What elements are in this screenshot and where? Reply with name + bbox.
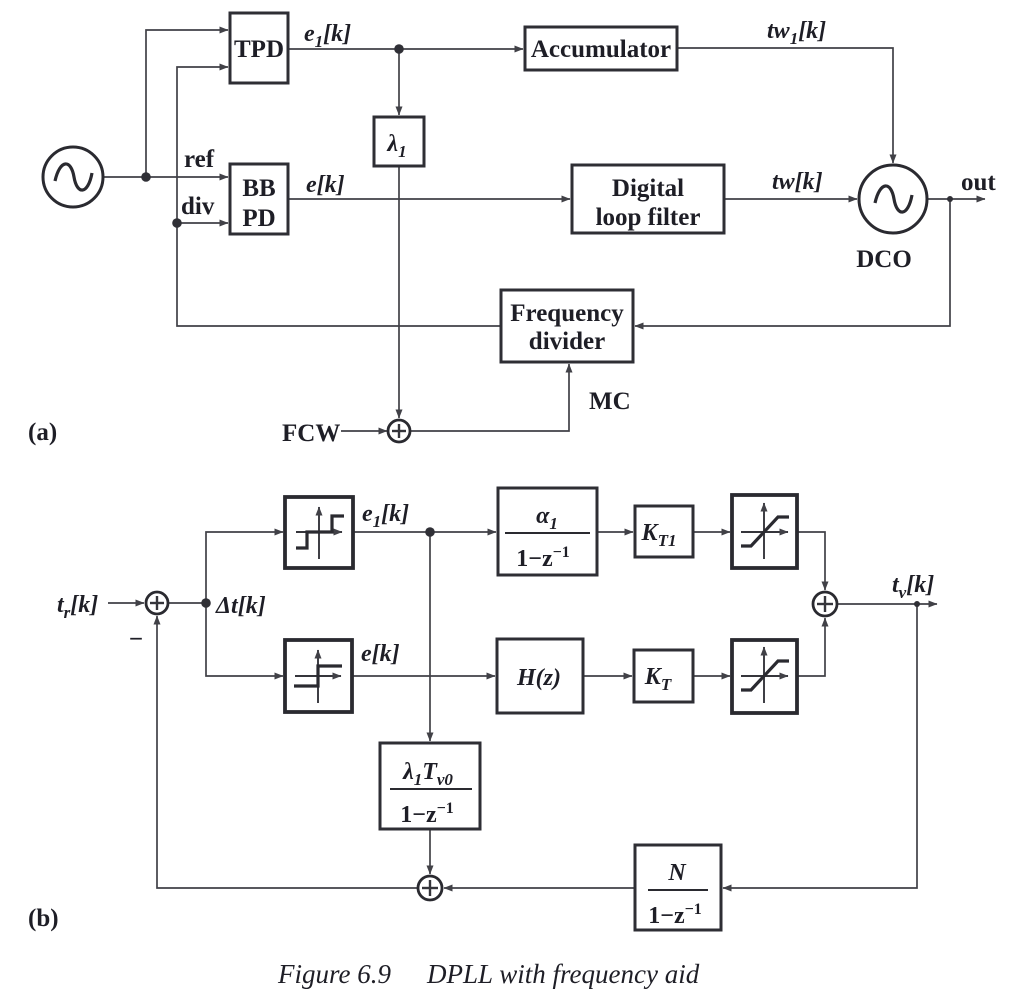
label-fcw: FCW	[282, 420, 340, 447]
kt-label: KT	[644, 664, 672, 694]
label-div: div	[181, 193, 215, 220]
summing-junction-output	[811, 590, 839, 618]
frequency-divider-label-line1: Frequency	[510, 300, 624, 327]
dlf-label-line2: loop filter	[596, 204, 701, 231]
signal-tvk: tv[k]	[892, 572, 934, 602]
wire-accumulator-to-dco	[677, 47, 897, 164]
wire-sum2-to-sum1	[153, 615, 418, 889]
lambda-integrator-block: λ1Tv0 1−z−1	[378, 741, 482, 831]
node-e1-tap	[394, 44, 404, 54]
alpha-numerator: α1	[536, 503, 558, 533]
signal-tw1k: tw1[k]	[767, 18, 826, 48]
kt1-label: KT1	[641, 520, 677, 550]
alpha-integrator-box	[496, 486, 599, 577]
kt1-gain-block: KT1	[633, 504, 695, 559]
tpd-quantizer-block	[283, 495, 355, 570]
dco-label: DCO	[856, 246, 912, 273]
label-ref: ref	[184, 146, 215, 173]
alpha-integrator-block: α1 1−z−1	[496, 486, 599, 577]
kt-gain-block: KT	[632, 648, 695, 704]
wire-sum-to-divider-mc	[410, 363, 573, 432]
label-out: out	[961, 169, 996, 196]
binary-step-icon	[294, 664, 342, 688]
bbpd-label-line1: BB	[242, 175, 275, 202]
wire-tv-to-n-integrator	[722, 604, 918, 892]
n-integrator-box	[633, 843, 723, 932]
wire-limiter2-to-sum3	[797, 617, 829, 677]
wire-dt-to-tpd-quantizer	[205, 528, 284, 603]
sine-wave-icon	[53, 162, 94, 192]
limiter1-block	[730, 493, 799, 570]
saturation-curve-icon	[741, 515, 789, 548]
accumulator-label: Accumulator	[531, 36, 671, 63]
n-integrator-block: N 1−z−1	[633, 843, 723, 932]
wire-divider-to-tpd	[176, 63, 501, 327]
subfigure-a-label: (a)	[28, 419, 57, 446]
kt1-box	[633, 504, 695, 559]
sine-wave-icon	[873, 184, 914, 214]
signal-e1k: e1[k]	[304, 21, 351, 51]
limiter2-block	[730, 638, 799, 715]
lambda-integrator-box	[378, 741, 482, 831]
node-out-tap	[947, 196, 953, 202]
node-tv-tap	[914, 601, 920, 607]
kt-box	[632, 648, 695, 704]
signal-trk: tr[k]	[57, 592, 98, 622]
minus-sign: −	[129, 626, 143, 653]
label-mc: MC	[589, 388, 631, 415]
tpd-label: TPD	[234, 36, 284, 63]
diagram-b: − α1 1−z−1 KT1	[28, 486, 938, 932]
signal-ek: e[k]	[306, 172, 345, 198]
bbpd-label-line2: PD	[242, 205, 275, 232]
signal-twk: tw[k]	[772, 169, 823, 195]
wire-dco-to-divider	[634, 199, 951, 330]
hz-box	[495, 637, 585, 715]
subfigure-b-label: (b)	[28, 905, 59, 932]
dlf-label-line1: Digital	[612, 175, 684, 202]
bbpd-quantizer-block	[283, 638, 354, 714]
hz-label: H(z)	[516, 665, 561, 691]
signal-e1k-b: e1[k]	[362, 501, 409, 531]
node-e1b-tap	[425, 527, 435, 537]
wire-osc-to-tpd	[145, 26, 229, 177]
summing-junction-fcw	[386, 418, 412, 444]
node-div-tap	[172, 218, 182, 228]
signal-dtk: Δt[k]	[215, 593, 266, 619]
frequency-divider-label-line2: divider	[529, 328, 605, 355]
saturation-curve-icon	[741, 659, 789, 692]
multilevel-staircase-icon	[296, 514, 344, 550]
lambda1-box	[372, 115, 426, 168]
tpd-box	[228, 11, 290, 85]
reference-oscillator-icon	[41, 145, 105, 209]
accumulator-box	[523, 25, 679, 72]
tpd-block: TPD	[228, 11, 290, 85]
node-dt-tap	[201, 598, 211, 608]
summing-junction-feedback	[416, 874, 444, 902]
summing-junction-input	[144, 590, 170, 616]
lambda-integrator-numerator: λ1Tv0	[402, 759, 453, 789]
dlf-box	[570, 163, 726, 235]
n-denominator: 1−z−1	[648, 901, 701, 929]
diagram-a: TPD BB PD λ1 Accumulator Digital loop fi…	[28, 11, 996, 447]
signal-ek-b: e[k]	[361, 641, 400, 667]
wire-dt-to-bbpd-quantizer	[205, 603, 284, 680]
bbpd-block: BB PD	[228, 162, 290, 236]
wire-limiter1-to-sum3	[797, 531, 829, 591]
bbpd-box	[228, 162, 290, 236]
n-numerator: N	[667, 860, 687, 886]
dco-icon: DCO	[856, 163, 929, 273]
lambda1-label: λ1	[386, 131, 406, 161]
alpha-denominator: 1−z−1	[516, 544, 569, 572]
digital-loop-filter-block: Digital loop filter	[570, 163, 726, 235]
lambda-integrator-denominator: 1−z−1	[400, 800, 453, 828]
frequency-divider-block: Frequency divider	[499, 288, 635, 364]
hz-filter-block: H(z)	[495, 637, 585, 715]
lambda1-block: λ1	[372, 115, 426, 168]
accumulator-block: Accumulator	[523, 25, 679, 72]
node-osc-tap	[141, 172, 151, 182]
frequency-divider-box	[499, 288, 635, 364]
